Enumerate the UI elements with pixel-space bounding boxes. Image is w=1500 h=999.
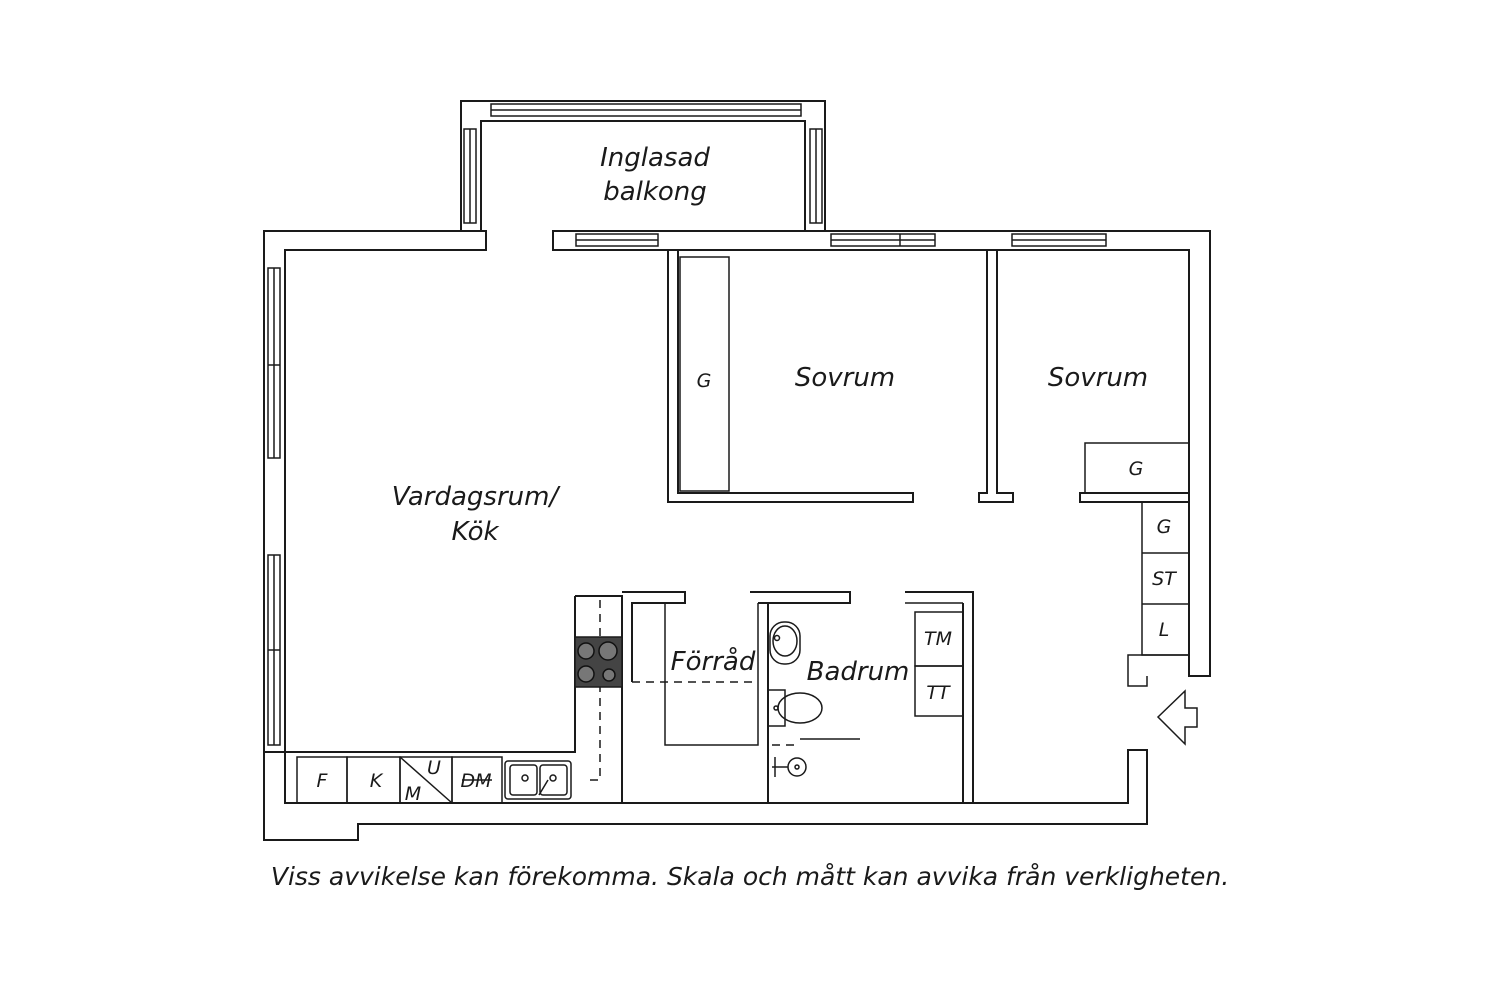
- label-tumble-dryer: TT: [926, 682, 951, 704]
- kitchen-appliances: [296, 756, 572, 804]
- stove-icon: [574, 636, 623, 688]
- label-dishwasher: DM: [460, 770, 491, 792]
- room-label-balcony-line2: balkong: [603, 177, 707, 207]
- toilet-icon: [767, 689, 823, 727]
- interior-walls: [285, 250, 1190, 804]
- label-wardrobe-bedroom1: G: [697, 370, 712, 392]
- counter-dashed-line: [590, 600, 601, 781]
- shower-icon: [772, 757, 807, 777]
- label-freezer: K: [370, 770, 384, 792]
- room-label-living-line1: Vardagsrum/: [392, 482, 562, 512]
- label-hall-linen: L: [1159, 619, 1170, 641]
- disclaimer-text: Viss avvikelse kan förekomma. Skala och …: [270, 862, 1230, 891]
- label-hall-storage: ST: [1152, 568, 1177, 590]
- entrance-arrow-icon: [1156, 689, 1198, 746]
- label-washing-machine: TM: [924, 628, 952, 650]
- sink-icon: [769, 621, 801, 665]
- room-label-bathroom: Badrum: [807, 657, 910, 687]
- room-label-living-line2: Kök: [451, 517, 499, 547]
- room-label-bedroom2: Sovrum: [1048, 363, 1148, 393]
- room-label-storage: Förråd: [671, 646, 756, 677]
- label-wardrobe-bedroom2: G: [1129, 458, 1144, 480]
- tumble-dryer: [914, 665, 964, 717]
- label-microwave: M: [405, 783, 421, 805]
- label-oven: U: [427, 757, 441, 779]
- room-label-balcony-line1: Inglasad: [600, 143, 710, 173]
- label-hall-wardrobe: G: [1157, 516, 1172, 538]
- room-label-bedroom1: Sovrum: [795, 363, 895, 393]
- outer-walls: [263, 100, 1211, 841]
- wardrobe-bedroom1: [679, 256, 730, 492]
- label-fridge: F: [317, 770, 329, 792]
- windows: [267, 103, 1107, 746]
